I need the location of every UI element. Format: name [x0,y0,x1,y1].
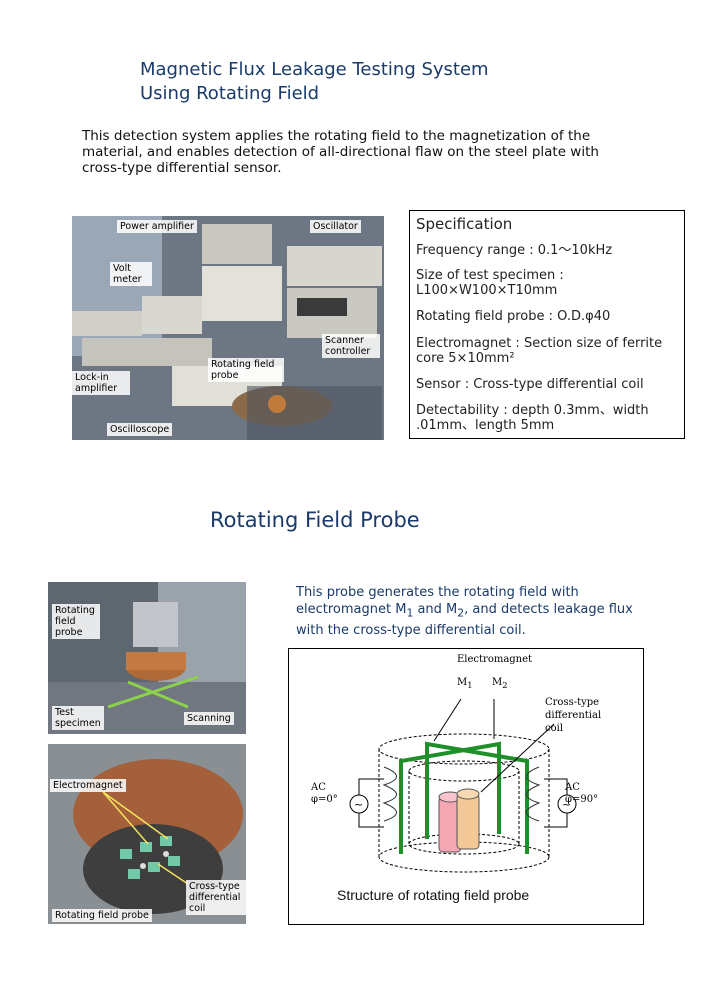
spec-item: Detectability : depth 0.3mm、width .01mm、… [416,403,649,433]
spec-title: Specification [416,215,513,233]
label-m1: M1 [457,677,473,690]
spec-item: Frequency range : 0.1～10kHz [416,243,613,258]
label-electromagnet: Electromagnet [457,654,533,665]
label-oscilloscope: Oscilloscope [107,423,173,436]
label-ac-right: AC φ=90° [565,782,599,805]
probe-closeup-photo: Electromagnet Cross-type differential co… [48,744,246,924]
page-title: Magnetic Flux Leakage Testing System Usi… [140,59,489,104]
label-volt-meter: Volt meter [110,262,152,286]
section-heading: Rotating Field Probe [210,508,420,532]
label-ac-left: AC φ=0° [311,782,338,805]
label-rotating-field-probe: Rotating field probe [208,358,284,382]
probe-photo: Rotating field probe Test specimen Scann… [48,582,246,734]
system-photo: Power amplifier Oscillator Volt meter Sc… [72,216,384,440]
spec-item: Electromagnet : Section size of ferrite … [416,336,663,366]
label-electromagnet: Electromagnet [50,779,126,792]
structure-diagram-svg: ~ ~ [349,698,577,873]
svg-text:~: ~ [354,798,363,811]
specification-box: Specification Frequency range : 0.1～10kH… [409,210,685,439]
probe-structure-diagram: ~ ~ Electromagnet M1 M2 Cross-type diffe… [288,648,644,925]
diagram-caption: Structure of rotating field probe [337,887,530,903]
label-probe: Rotating field probe [52,604,100,639]
label-cross-type-coil: Cross-type differential coil [545,697,602,734]
svg-text:~: ~ [562,798,571,811]
intro-paragraph: This detection system applies the rotati… [82,128,599,176]
label-scanner-controller: Scanner controller [322,334,380,358]
spec-item: Sensor : Cross-type differential coil [416,377,644,392]
photo-caption: Rotating field probe [52,909,152,922]
label-cross-coil: Cross-type differential coil [186,880,246,915]
label-test-specimen: Test specimen [52,706,104,730]
label-scanning: Scanning [184,712,234,725]
spec-item: Rotating field probe : O.D.φ40 [416,309,611,324]
label-power-amplifier: Power amplifier [117,220,197,233]
label-oscillator: Oscillator [310,220,361,233]
system-photo-illustration [72,216,384,440]
spec-item: Size of test specimen : L100×W100×T10mm [416,268,564,298]
label-m2: M2 [492,677,508,690]
probe-description: This probe generates the rotating field … [296,585,633,638]
label-lockin-amplifier: Lock-in amplifier [72,371,130,395]
